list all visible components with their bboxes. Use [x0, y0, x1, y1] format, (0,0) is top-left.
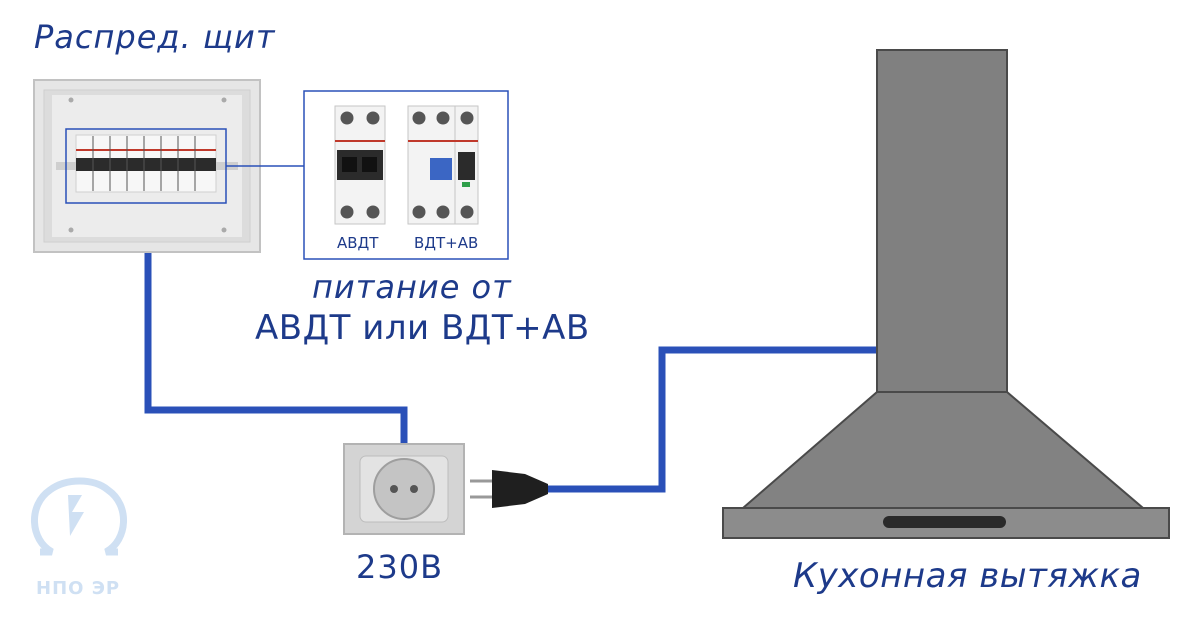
- avdt-breaker-image: [334, 105, 386, 225]
- logo-text: НПО ЭР: [36, 578, 121, 599]
- distribution-panel: [33, 79, 261, 253]
- hood-label: Кухонная вытяжка: [793, 556, 1142, 596]
- caption-line-1: питание от: [312, 268, 512, 306]
- vdt-av-breaker-image: [407, 105, 479, 225]
- plug-to-hood-wire: [545, 346, 877, 493]
- socket-voltage-label: 230В: [356, 548, 444, 586]
- power-plug: [470, 470, 548, 508]
- panel-breaker-row: [75, 134, 217, 193]
- caption-line-2: АВДТ или ВДТ+АВ: [255, 308, 590, 348]
- vdt-av-label: ВДТ+АВ: [414, 234, 479, 252]
- breaker-callout: [303, 90, 509, 260]
- panel-title: Распред. щит: [34, 18, 276, 56]
- kitchen-hood: [722, 49, 1170, 539]
- panel-to-socket-wire: [144, 252, 408, 444]
- avdt-label: АВДТ: [337, 234, 379, 252]
- wall-socket: [343, 443, 465, 535]
- npo-er-logo: [31, 477, 127, 556]
